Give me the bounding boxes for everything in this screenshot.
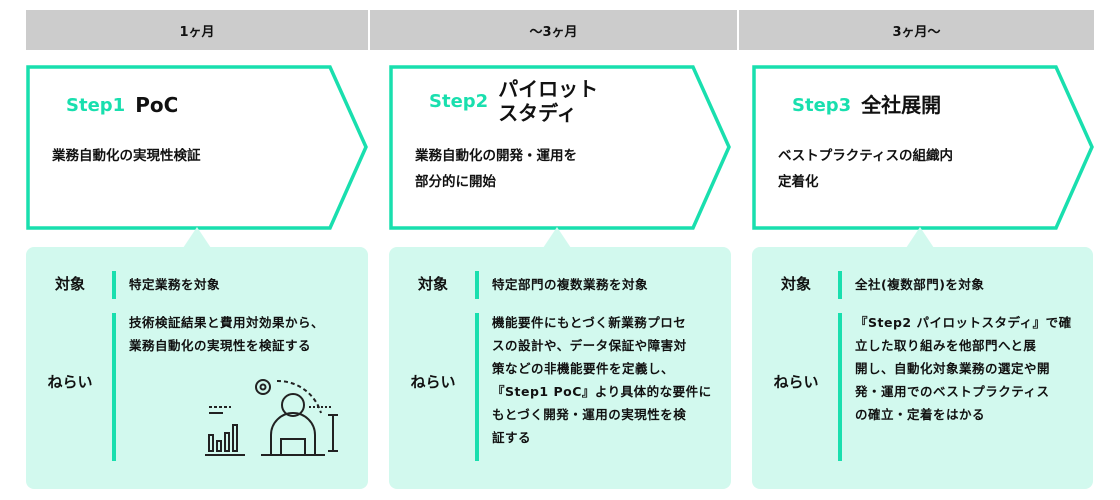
aim-line: 策などの非機能要件を定義し、 xyxy=(492,361,675,376)
desc-line: 定着化 xyxy=(778,174,819,190)
period-label: 1ヶ月 xyxy=(179,24,215,40)
divider xyxy=(112,271,116,299)
aim-label: ねらい xyxy=(773,373,819,391)
aim-text: 技術検証結果と費用対効果から、 業務自動化の実現性を検証する xyxy=(129,311,324,357)
name-line: スタディ xyxy=(498,101,577,125)
aim-line: スの設計や、データ保証や障害対 xyxy=(492,338,687,353)
divider xyxy=(838,313,842,461)
aim-line: 発・運用でのベストプラクティス xyxy=(855,384,1050,399)
desc-line: 業務自動化の開発・運用を xyxy=(415,148,577,164)
desc-line: 業務自動化の実現性検証 xyxy=(52,148,201,164)
name-line: パイロット xyxy=(498,77,599,101)
aim-line: 開し、自動化対象業務の選定や開 xyxy=(855,361,1051,376)
step-3-arrow: Step3 全社展開 ベストプラクティスの組織内定着化 xyxy=(752,65,1094,230)
step-description: 業務自動化の開発・運用を部分的に開始 xyxy=(415,143,577,195)
aim-line: 『Step1 PoC』より具体的な要件に xyxy=(492,384,712,399)
divider xyxy=(838,271,842,299)
aim-line: 技術検証結果と費用対効果から、 xyxy=(129,315,325,330)
aim-line: 立した取り組みを他部門へと展 xyxy=(855,338,1037,353)
target-text: 全社(複数部門)を対象 xyxy=(855,277,985,292)
aim-line: 機能要件にもとづく新業務プロセ xyxy=(492,315,687,330)
aim-line: の確立・定着をはかる xyxy=(855,407,986,422)
divider xyxy=(475,271,479,299)
step-number: Step1 xyxy=(66,94,126,116)
aim-label: ねらい xyxy=(410,373,456,391)
aim-line: 『Step2 パイロットスタディ』で確 xyxy=(855,315,1072,330)
target-label: 対象 xyxy=(54,275,85,293)
target-text: 特定業務を対象 xyxy=(129,277,221,292)
header-period-1: 1ヶ月 xyxy=(26,10,368,50)
step-name: PoC xyxy=(135,93,179,117)
desc-line: 部分的に開始 xyxy=(415,174,496,190)
target-text: 特定部門の複数業務を対象 xyxy=(492,277,649,292)
desc-line: ベストプラクティスの組織内 xyxy=(778,148,953,164)
step-2-arrow: Step2 パイロットスタディ 業務自動化の開発・運用を部分的に開始 xyxy=(389,65,731,230)
step-3-panel: 対象 全社(複数部門)を対象 ねらい 『Step2 パイロットスタディ』で確 立… xyxy=(752,227,1093,489)
step-number: Step3 xyxy=(792,94,852,116)
worker-illustration xyxy=(205,379,338,456)
aim-line: もとづく開発・運用の実現性を検 xyxy=(492,407,687,422)
aim-line: 業務自動化の実現性を検証する xyxy=(129,338,312,353)
aim-line: 証する xyxy=(492,430,532,445)
step-name: パイロットスタディ xyxy=(498,77,598,125)
step-2-panel: 対象 特定部門の複数業務を対象 ねらい 機能要件にもとづく新業務プロセ スの設計… xyxy=(389,227,731,489)
step-1-panel: 対象 特定業務を対象 ねらい 技術検証結果と費用対効果から、 業務自動化の実現性… xyxy=(26,227,368,489)
step-1-arrow: Step1 PoC 業務自動化の実現性検証 xyxy=(26,65,368,230)
step-number: Step2 xyxy=(429,90,489,112)
aim-text: 機能要件にもとづく新業務プロセ スの設計や、データ保証や障害対 策などの非機能要… xyxy=(492,311,712,449)
aim-text: 『Step2 パイロットスタディ』で確 立した取り組みを他部門へと展 開し、自動… xyxy=(855,311,1072,426)
period-label: ～3ヶ月 xyxy=(529,24,578,40)
step-description: 業務自動化の実現性検証 xyxy=(52,143,201,169)
step-name: 全社展開 xyxy=(861,93,942,117)
step-description: ベストプラクティスの組織内定着化 xyxy=(778,143,953,195)
target-label: 対象 xyxy=(780,275,811,293)
period-label: 3ヶ月～ xyxy=(892,24,941,40)
header-period-2: ～3ヶ月 xyxy=(370,10,737,50)
divider xyxy=(112,313,116,461)
header-period-3: 3ヶ月～ xyxy=(739,10,1094,50)
target-label: 対象 xyxy=(417,275,448,293)
aim-label: ねらい xyxy=(47,373,93,391)
divider xyxy=(475,313,479,461)
